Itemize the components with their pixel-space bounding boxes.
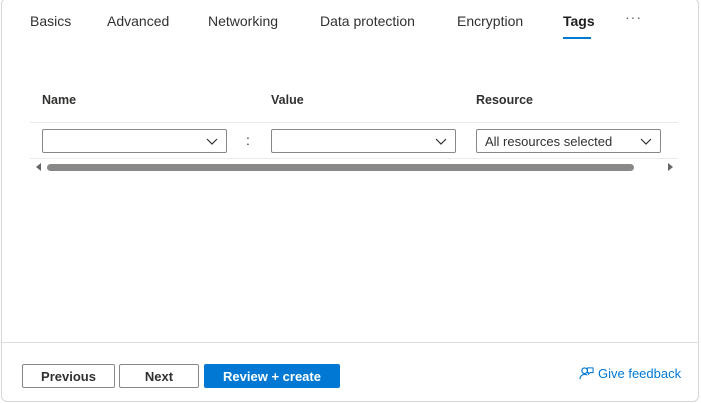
- active-tab-indicator: [563, 37, 591, 39]
- previous-button[interactable]: Previous: [22, 364, 115, 388]
- tag-name-dropdown[interactable]: [42, 129, 227, 153]
- name-value-separator: :: [246, 132, 250, 148]
- more-tabs-button[interactable]: ···: [625, 9, 642, 25]
- give-feedback-label: Give feedback: [598, 365, 682, 381]
- column-header-value: Value: [271, 93, 304, 107]
- scrollbar-thumb[interactable]: [47, 164, 634, 171]
- tab-advanced[interactable]: Advanced: [107, 13, 170, 29]
- resource-value: All resources selected: [485, 134, 613, 149]
- tab-encryption[interactable]: Encryption: [457, 13, 524, 29]
- review-create-button[interactable]: Review + create: [204, 364, 340, 388]
- resource-dropdown[interactable]: All resources selected: [476, 129, 661, 153]
- chevron-down-icon: [435, 138, 447, 145]
- row-divider: [30, 158, 678, 159]
- tab-bar: Basics Advanced Networking Data protecti…: [0, 0, 701, 42]
- scroll-right-icon[interactable]: [668, 163, 673, 171]
- column-header-resource: Resource: [476, 93, 533, 107]
- column-header-name: Name: [42, 93, 77, 107]
- give-feedback-link[interactable]: Give feedback: [579, 363, 681, 383]
- chevron-down-icon: [206, 138, 218, 145]
- tab-tags[interactable]: Tags: [563, 13, 595, 29]
- tab-data-protection[interactable]: Data protection: [320, 13, 415, 29]
- chevron-down-icon: [640, 138, 652, 145]
- scroll-left-icon[interactable]: [36, 163, 41, 171]
- horizontal-scrollbar[interactable]: [33, 161, 678, 174]
- next-button[interactable]: Next: [119, 364, 199, 388]
- row-divider: [30, 122, 678, 123]
- tab-basics[interactable]: Basics: [30, 13, 72, 29]
- footer-divider: [2, 342, 699, 343]
- tag-value-dropdown[interactable]: [271, 129, 456, 153]
- feedback-icon: [579, 366, 594, 379]
- tab-networking[interactable]: Networking: [208, 13, 279, 29]
